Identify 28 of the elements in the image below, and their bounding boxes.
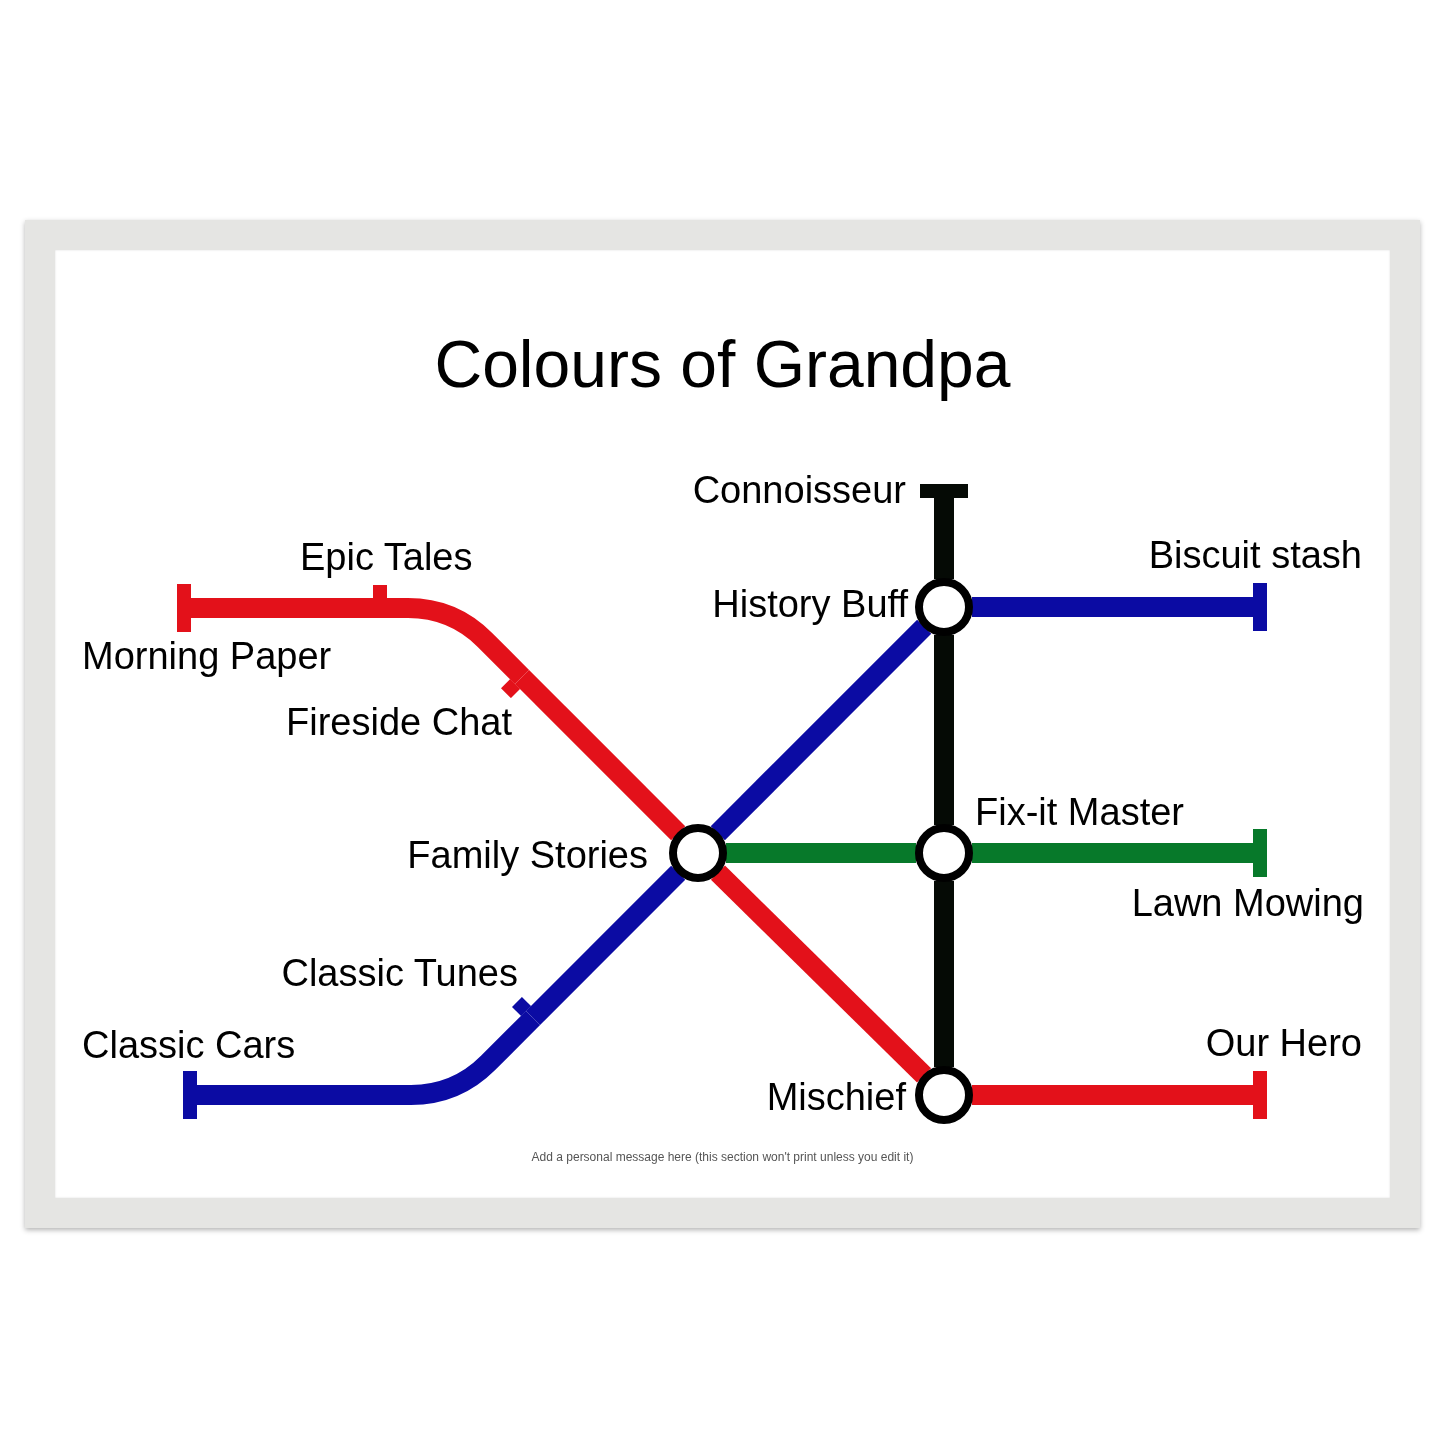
metro-line xyxy=(710,865,932,1083)
metro-line xyxy=(726,843,916,863)
metro-line xyxy=(972,597,1253,617)
metro-line xyxy=(380,598,530,685)
personal-message-note: Add a personal message here (this section won't print unless you edit it) xyxy=(531,1151,914,1163)
metro-line xyxy=(525,865,686,1026)
metro-line xyxy=(197,1010,541,1105)
station-name: Morning Paper xyxy=(82,637,332,675)
metro-line xyxy=(934,881,954,1067)
station-name: Fix-it Master xyxy=(975,793,1184,831)
station-name: Lawn Mowing xyxy=(1131,884,1364,922)
station-name: Connoisseur xyxy=(692,471,906,509)
metro-line xyxy=(514,669,686,841)
metro-line xyxy=(710,619,932,841)
station-name: Classic Cars xyxy=(82,1026,296,1064)
metro-line xyxy=(972,1085,1253,1105)
station-name: Epic Tales xyxy=(300,538,473,576)
station-name: Biscuit stash xyxy=(1148,536,1362,574)
metro-line xyxy=(934,635,954,825)
station-name: Family Stories xyxy=(407,836,648,874)
metro-line xyxy=(191,598,380,618)
station-name: Classic Tunes xyxy=(281,954,518,992)
station-name: History Buff xyxy=(712,585,908,623)
station-name: Mischief xyxy=(766,1078,906,1116)
metro-line xyxy=(934,498,954,579)
metro-line xyxy=(972,843,1253,863)
station-name: Our Hero xyxy=(1205,1024,1362,1062)
station-name: Fireside Chat xyxy=(286,703,512,741)
